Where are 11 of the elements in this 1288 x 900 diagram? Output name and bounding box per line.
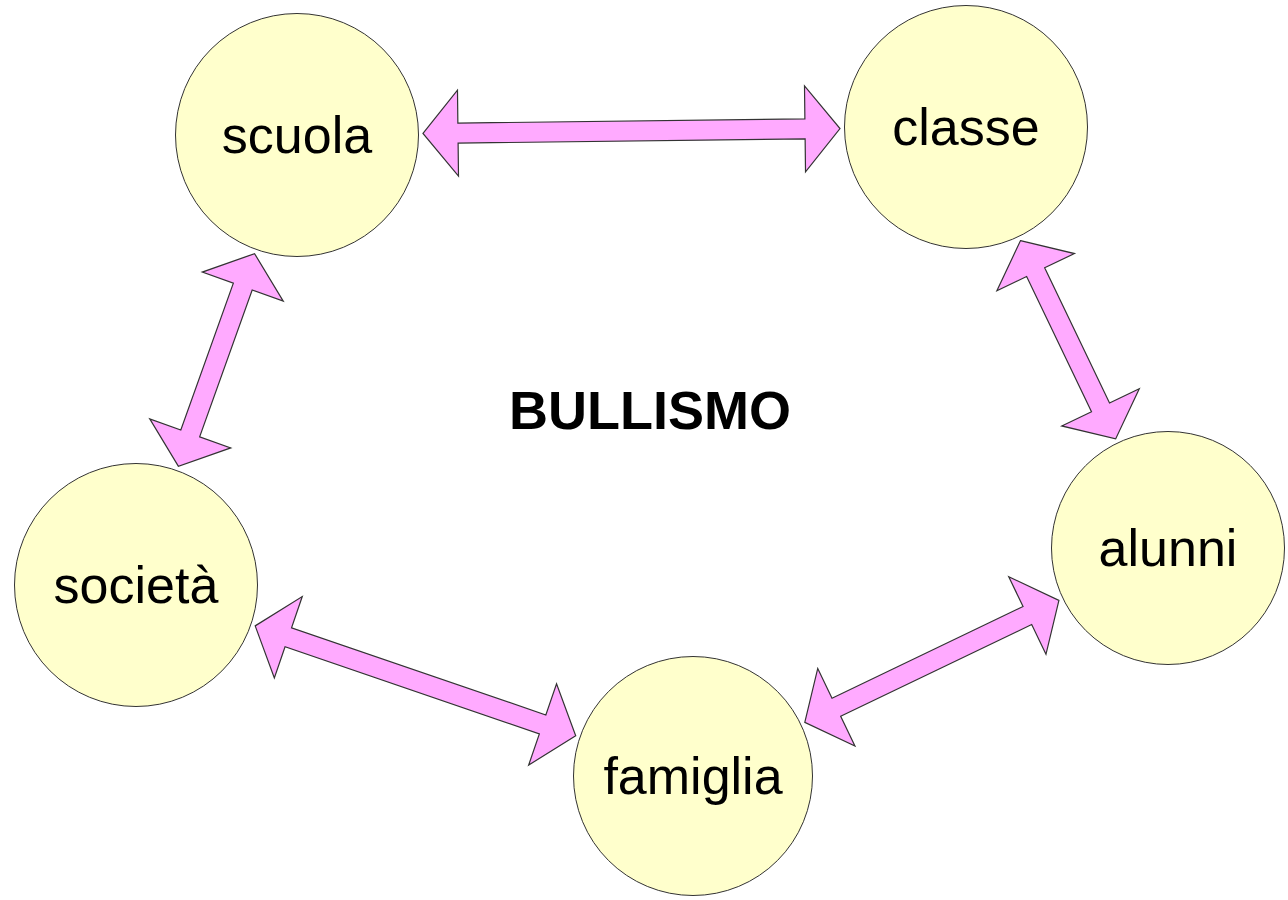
node-label: alunni: [1098, 518, 1238, 578]
center-title: BULLISMO: [509, 379, 791, 441]
double-arrow: [254, 595, 577, 767]
double-arrow: [995, 239, 1141, 440]
double-arrow: [422, 84, 841, 178]
double-arrow: [804, 575, 1060, 748]
node-label: famiglia: [603, 746, 783, 806]
node-label: classe: [892, 97, 1040, 157]
node-label: scuola: [221, 105, 373, 165]
node-label: società: [53, 555, 219, 615]
double-arrow: [148, 252, 285, 468]
